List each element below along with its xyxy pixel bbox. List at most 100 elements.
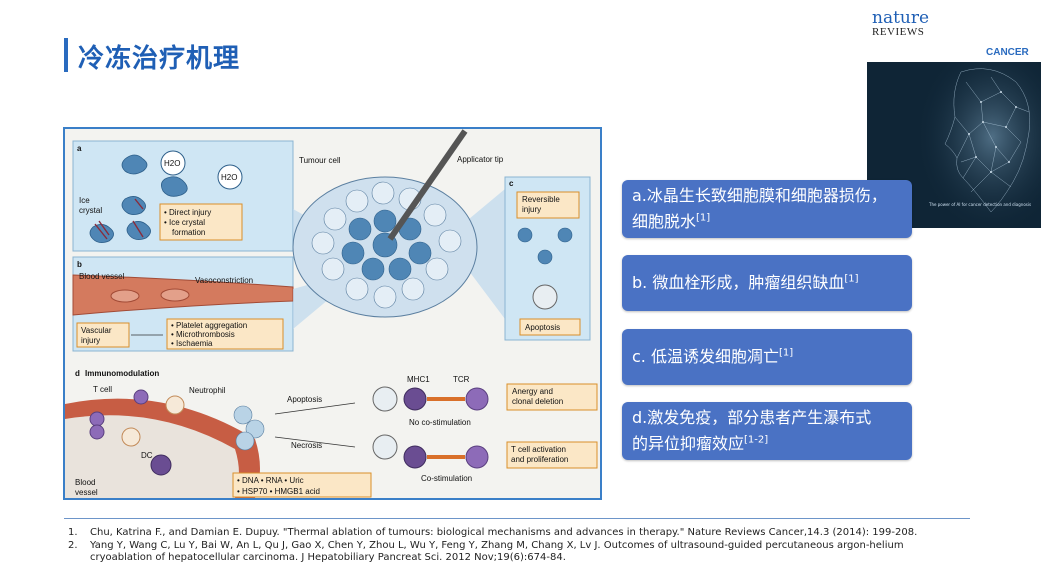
h2o-label-1: H2O — [164, 159, 180, 168]
panel-b-info-box — [166, 318, 284, 350]
blood-vessel-d-label-2: vessel — [75, 488, 98, 497]
apoptosis-box — [519, 318, 581, 336]
callout-d-ref: [1-2] — [744, 434, 769, 446]
tumour-cell-label: Tumour cell — [299, 156, 341, 165]
d-necrosis-label: Necrosis — [291, 441, 322, 450]
panel-a-label: a — [77, 144, 82, 153]
damps-box — [232, 472, 372, 498]
dying-cells — [233, 405, 265, 451]
anergy-label-1: Anergy and — [512, 387, 553, 396]
callout-d-line-2: 的异位抑瘤效应 — [632, 434, 745, 453]
mhc1-label: MHC1 — [407, 375, 430, 384]
panel-d-label: d — [75, 369, 80, 378]
reversible-label-1: Reversible — [522, 195, 560, 204]
callout-b-button[interactable]: b. 微血栓形成，肿瘤组织缺血[1] — [622, 255, 912, 311]
rbc-1 — [110, 289, 140, 303]
callout-c-line-1: c. 低温诱发细胞凋亡 — [632, 347, 779, 366]
b-bullet-3: • Ischaemia — [171, 339, 213, 348]
logo-cancer: CANCER — [986, 47, 1029, 58]
callout-d-line-1: d.激发免疫，部分患者产生瀑布式 — [632, 408, 872, 427]
reference-item: 2. Yang Y, Wang C, Lu Y, Bai W, An L, Qu… — [68, 540, 968, 565]
ice-crystal-marks — [94, 198, 144, 240]
ai-face-wireframe-icon — [921, 62, 1041, 228]
callout-a-button[interactable]: a.冰晶生长致细胞膜和细胞器损伤， 细胞脱水[1] — [622, 180, 912, 238]
tcr-label: TCR — [453, 375, 470, 384]
apc-cell-1 — [403, 387, 427, 411]
callout-c-ref: [1] — [778, 347, 794, 359]
a-bullet-3: formation — [172, 228, 205, 237]
anergy-label-2: clonal deletion — [512, 397, 563, 406]
panel-c-apoptosis-label: Apoptosis — [525, 323, 560, 332]
callout-b-line-1: b. 微血栓形成，肿瘤组织缺血 — [632, 273, 845, 292]
page-title: 冷冻治疗机理 — [78, 44, 241, 74]
d-apoptosis-label: Apoptosis — [287, 395, 322, 404]
applicator-tip-label: Applicator tip — [457, 155, 504, 164]
panel-c-label: c — [509, 179, 514, 188]
t-cell-label: T cell — [93, 385, 112, 394]
title-accent-bar — [64, 38, 68, 72]
panel-a-info-box — [159, 203, 243, 241]
apoptosis-arrow — [274, 402, 356, 415]
t-cell-icon-3 — [89, 424, 105, 440]
callout-c-button[interactable]: c. 低温诱发细胞凋亡[1] — [622, 329, 912, 385]
no-costim-label: No co-stimulation — [409, 418, 471, 427]
callout-a-line-2: 细胞脱水 — [632, 212, 697, 231]
nature-reviews-logo: nature REVIEWS — [872, 10, 942, 44]
diagram-canvas: a H2O H2O Ice crystal • Direct injury • … — [65, 129, 598, 498]
reference-number: 1. — [68, 527, 78, 538]
h2o-bubble-1 — [160, 150, 186, 176]
ice-crystal-label-2: crystal — [79, 206, 102, 215]
ice-crystal-label-1: Ice — [79, 196, 90, 205]
b-bullet-1: • Platelet aggregation — [171, 321, 247, 330]
frozen-cells — [341, 209, 432, 281]
vasoconstriction-label: Vasoconstriction — [195, 276, 253, 285]
a-bullet-2: • Ice crystal — [164, 218, 205, 227]
blood-vessel-d-label-1: Blood — [75, 478, 95, 487]
logo-fine-print — [872, 38, 942, 44]
necrosis-arrow — [274, 436, 356, 448]
reference-text: Yang Y, Wang C, Lu Y, Bai W, An L, Qu J,… — [90, 539, 904, 564]
callout-d-button[interactable]: d.激发免疫，部分患者产生瀑布式 的异位抑瘤效应[1-2] — [622, 402, 912, 460]
logo-reviews: REVIEWS — [872, 26, 925, 38]
reference-text: Chu, Katrina F., and Damian E. Dupuy. "T… — [90, 527, 918, 538]
apc-cell-2 — [403, 445, 427, 469]
t-cell-d-2 — [465, 445, 489, 469]
callout-b-ref: [1] — [844, 273, 859, 285]
reference-divider — [64, 518, 970, 519]
panel-b-label: b — [77, 260, 82, 269]
cryoablation-mechanism-diagram: a H2O H2O Ice crystal • Direct injury • … — [63, 127, 602, 500]
neutrophil-icon-2 — [121, 427, 141, 447]
necrotic-cell-d — [372, 434, 398, 460]
logo-nature: nature — [872, 8, 930, 28]
t-activation-box — [506, 441, 598, 469]
reversible-injury-box — [516, 191, 580, 219]
panel-c-cells — [517, 227, 573, 265]
apoptotic-body — [532, 284, 558, 310]
immunomodulation-label: Immunomodulation — [85, 369, 159, 378]
reference-item: 1. Chu, Katrina F., and Damian E. Dupuy.… — [68, 527, 968, 540]
apoptotic-cell-d — [372, 386, 398, 412]
rbc-2 — [160, 288, 190, 302]
callout-a-ref: [1] — [696, 212, 711, 224]
vascular-label-1: Vascular — [81, 326, 112, 335]
t-activation-label-1: T cell activation — [511, 445, 566, 454]
reference-list: 1. Chu, Katrina F., and Damian E. Dupuy.… — [68, 527, 968, 565]
vascular-label-2: injury — [81, 336, 100, 345]
h2o-label-2: H2O — [221, 173, 237, 182]
b-bullet-2: • Microthrombosis — [171, 330, 235, 339]
applicator-probe — [387, 129, 468, 241]
anergy-box — [506, 383, 598, 411]
reference-number: 2. — [68, 539, 78, 551]
damps-line-1: • DNA • RNA • Uric — [237, 476, 304, 485]
h2o-bubble-2 — [217, 164, 243, 190]
reversible-label-2: injury — [522, 205, 541, 214]
vessel-lumen — [65, 415, 239, 498]
a-bullet-1: • Direct injury — [164, 208, 211, 217]
dc-icon — [150, 454, 172, 476]
t-activation-label-2: and proliferation — [511, 455, 568, 464]
vascular-injury-box — [76, 322, 130, 348]
cover-headline: The power of AI for cancer detection and… — [929, 202, 1032, 207]
callout-a-line-1: a.冰晶生长致细胞膜和细胞器损伤， — [632, 186, 887, 205]
tumour-cells — [311, 181, 462, 309]
t-cell-icon — [133, 389, 149, 405]
